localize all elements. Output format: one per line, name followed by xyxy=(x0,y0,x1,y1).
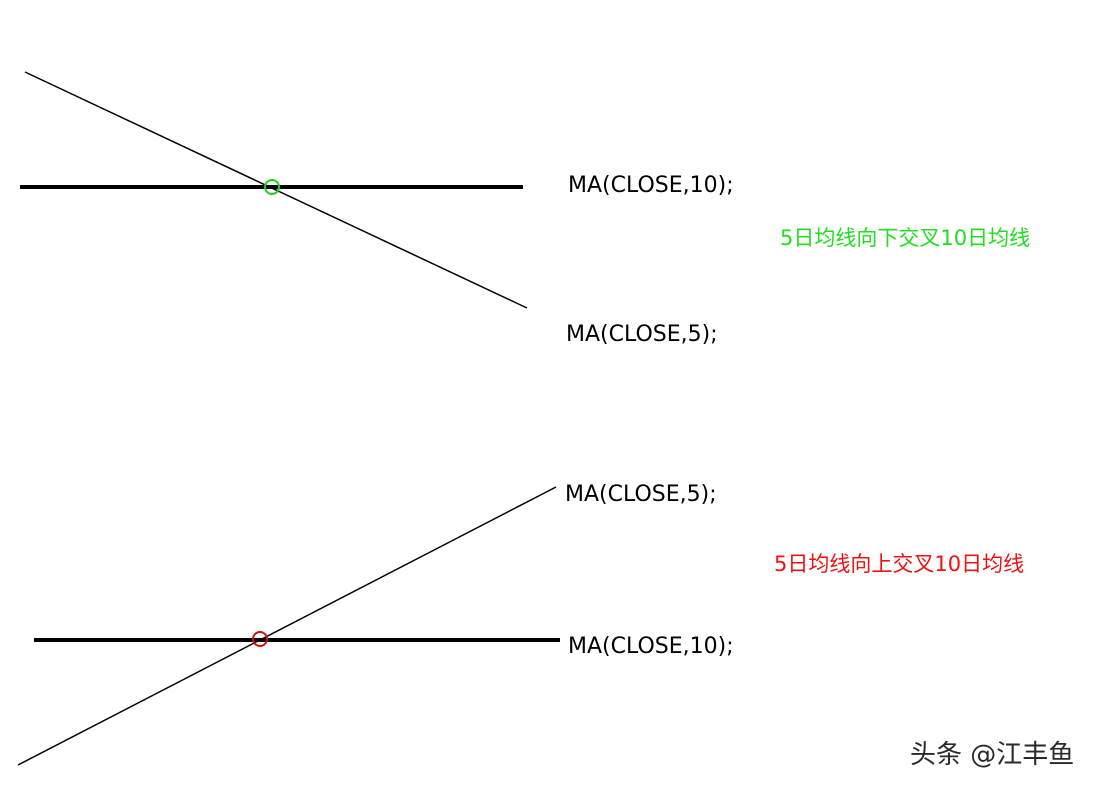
bottom-ma5-line xyxy=(17,486,557,766)
top-ma5-label: MA(CLOSE,5); xyxy=(566,322,718,347)
bottom-cross-marker-icon xyxy=(252,631,268,647)
bottom-golden-cross-note: 5日均线向上交叉10日均线 xyxy=(774,552,1025,576)
top-death-cross-note: 5日均线向下交叉10日均线 xyxy=(780,226,1031,250)
watermark: 头条 @江丰鱼 xyxy=(910,740,1075,770)
bottom-ma10-label: MA(CLOSE,10); xyxy=(568,634,734,659)
bottom-ma5-label: MA(CLOSE,5); xyxy=(565,482,717,507)
top-ma10-label: MA(CLOSE,10); xyxy=(568,173,734,198)
top-cross-marker-icon xyxy=(264,179,280,195)
top-ma5-line xyxy=(24,71,528,309)
